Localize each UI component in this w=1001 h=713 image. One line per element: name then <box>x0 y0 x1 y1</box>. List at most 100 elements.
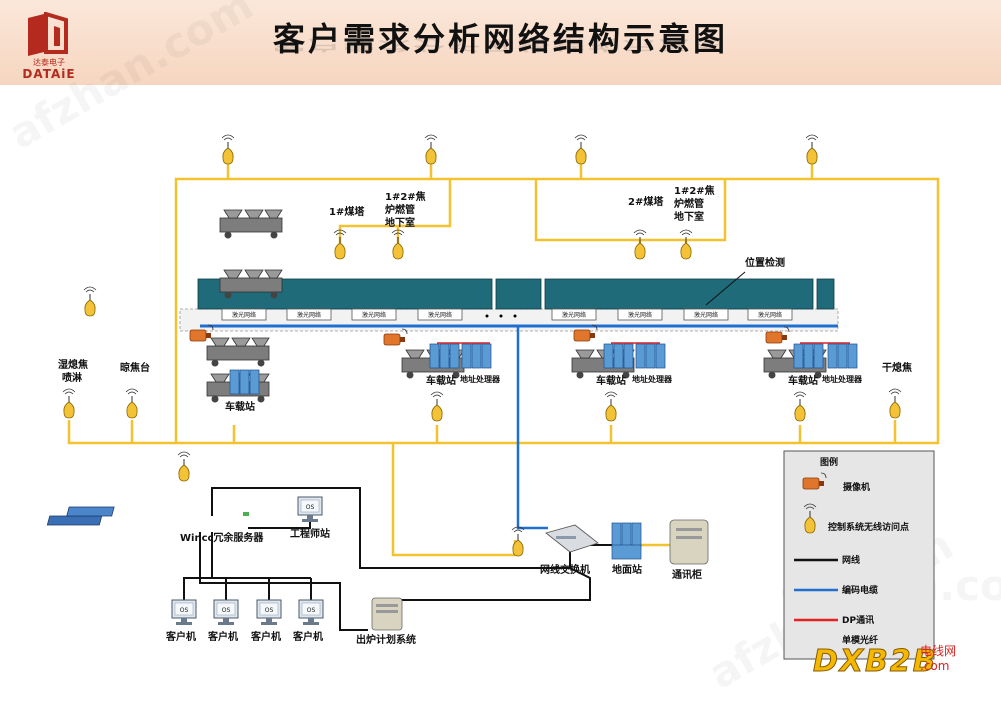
wireless-ap-icon <box>805 134 819 165</box>
client-label: 客户机 <box>292 630 323 643</box>
legend-title: 图例 <box>820 456 838 468</box>
company-logo: 达泰电子 DATAiE <box>14 12 84 81</box>
address-processor-label: 地址处理器 <box>632 374 673 384</box>
field-labels: 1#煤塔 1#2#焦 炉燃管 地下室 2#煤塔 1#2#焦 炉燃管 地下室 湿熄… <box>58 184 912 413</box>
coal-car-icon <box>219 209 283 239</box>
wireless-ap-icon <box>125 388 139 419</box>
plan-system: 出炉计划系统 <box>356 597 416 646</box>
wireless-ap-icon <box>604 391 618 422</box>
svg-text:OS: OS <box>306 504 315 511</box>
dry-quench-label: 干熄焦 <box>882 361 912 374</box>
engineer-station-label: 工程师站 <box>290 527 330 540</box>
svg-text:OS: OS <box>307 607 316 614</box>
rail-track <box>179 278 839 332</box>
position-detect-label: 位置检测 <box>705 256 785 306</box>
wireless-ap-icon <box>574 134 588 165</box>
svg-text:激光网络: 激光网络 <box>628 311 652 319</box>
logo-cn-text: 达泰电子 <box>33 58 65 67</box>
header-banner: 达泰电子 DATAiE 客户需求分析网络结构示意图 客户需求分析网络结构示意图 <box>0 0 1001 85</box>
coke-basement-right-line2: 炉燃管 <box>674 197 704 210</box>
car-station-label: 车载站 <box>788 374 818 387</box>
laser-net-box: 激光网络 <box>417 308 463 321</box>
legend-network-label: 网线 <box>842 554 860 566</box>
wincc-server: Wincc冗余服务器 <box>46 506 264 544</box>
network-switch: 网线交换机 <box>540 524 599 576</box>
comm-cabinet-label: 通讯柜 <box>672 568 702 581</box>
network-cable <box>183 487 615 631</box>
svg-text:激光网络: 激光网络 <box>428 311 452 319</box>
legend: 图例 摄像机 控制系统无线访问点 网线 编码电缆 DP通讯 单模光纤 <box>783 450 935 660</box>
address-processor-label: 地址处理器 <box>822 374 863 384</box>
wet-quench-line2: 喷淋 <box>62 371 82 384</box>
coded-cable <box>516 326 548 530</box>
brand-watermark-cn: 电线网.com <box>920 644 957 673</box>
clients: OS 客户机 OS 客户机 OS 客户机 OS 客户机 <box>165 599 324 643</box>
svg-text:激光网络: 激光网络 <box>297 311 321 319</box>
legend-dp-label: DP通讯 <box>842 614 874 626</box>
control-cabinet-icon <box>229 369 260 395</box>
control-cabinet-icon <box>793 343 824 369</box>
svg-text:位置检测: 位置检测 <box>745 256 785 269</box>
control-cabinet-icon <box>429 343 460 369</box>
ground-station-cabinet-icon <box>611 522 642 548</box>
control-room: Wincc冗余服务器 OS 工程师站 OS 客户机 OS 客户机 OS 客户机 … <box>46 496 709 646</box>
coke-platform-label: 晾焦台 <box>120 361 150 374</box>
legend-coded-label: 编码电缆 <box>842 584 878 596</box>
wireless-ap-icon <box>424 134 438 165</box>
wireless-ap-icon <box>633 229 647 260</box>
laser-net-box: 激光网络 <box>617 308 663 321</box>
client-label: 客户机 <box>207 630 238 643</box>
svg-text:afzhan.com: afzhan.com <box>1 0 262 159</box>
car-station-label: 车载站 <box>225 400 255 413</box>
car-station-label: 车载站 <box>596 374 626 387</box>
coke-basement-right-line1: 1#2#焦 <box>674 184 715 197</box>
wireless-ap-icon <box>62 388 76 419</box>
network-switch-label: 网线交换机 <box>540 563 590 576</box>
page-title: 客户需求分析网络结构示意图 <box>272 20 728 58</box>
coke-basement-left-line1: 1#2#焦 <box>385 190 426 203</box>
car-station-label: 车载站 <box>426 374 456 387</box>
svg-text:OS: OS <box>180 607 189 614</box>
address-processor-label: 地址处理器 <box>460 374 501 384</box>
laser-net-box: 激光网络 <box>683 308 729 321</box>
coke-basement-right-line3: 地下室 <box>674 210 704 223</box>
plan-system-label: 出炉计划系统 <box>356 633 416 646</box>
laser-net-box: 激光网络 <box>747 308 793 321</box>
control-cabinet-icon <box>827 343 858 369</box>
brand-watermark: DXB2B <box>813 644 938 680</box>
svg-text:激光网络: 激光网络 <box>232 311 256 319</box>
control-cabinet-icon <box>603 343 634 369</box>
wireless-ap-icon <box>177 451 191 482</box>
wireless-ap-icon <box>679 229 693 260</box>
wireless-ap-icon <box>83 286 97 317</box>
wet-quench-line1: 湿熄焦 <box>58 358 88 371</box>
svg-text:激光网络: 激光网络 <box>362 311 386 319</box>
laser-net-boxes: 激光网络 激光网络 激光网络 激光网络 激光网络 激光网络 激光网络 激光网络 <box>221 308 793 321</box>
coke-basement-left-line2: 炉燃管 <box>385 203 415 216</box>
wireless-ap-icon <box>888 388 902 419</box>
logo-en-text: DATAiE <box>22 67 76 81</box>
coal-tower-2-label: 2#煤塔 <box>628 195 664 208</box>
logo-mark-icon <box>28 12 68 56</box>
ground-station-label: 地面站 <box>612 563 642 576</box>
wireless-ap-icon <box>221 134 235 165</box>
laser-net-box: 激光网络 <box>551 308 597 321</box>
control-cabinet-icon <box>461 343 492 369</box>
svg-text:OS: OS <box>265 607 274 614</box>
svg-text:OS: OS <box>222 607 231 614</box>
coke-basement-left-line3: 地下室 <box>385 216 415 229</box>
svg-text:激光网络: 激光网络 <box>562 311 586 319</box>
wincc-server-label: Wincc冗余服务器 <box>180 531 264 544</box>
wireless-ap-icon <box>793 391 807 422</box>
laser-net-box: 激光网络 <box>351 308 397 321</box>
wireless-ap-icon <box>430 391 444 422</box>
coal-car-icon <box>206 337 270 367</box>
engineer-station: OS 工程师站 <box>290 496 330 540</box>
client-label: 客户机 <box>165 630 196 643</box>
laser-net-box: 激光网络 <box>221 308 267 321</box>
legend-fiber-label: 单模光纤 <box>842 634 878 646</box>
ground-station: 地面站 <box>611 522 642 576</box>
legend-ap-label: 控制系统无线访问点 <box>828 521 909 533</box>
laser-net-box: 激光网络 <box>286 308 332 321</box>
